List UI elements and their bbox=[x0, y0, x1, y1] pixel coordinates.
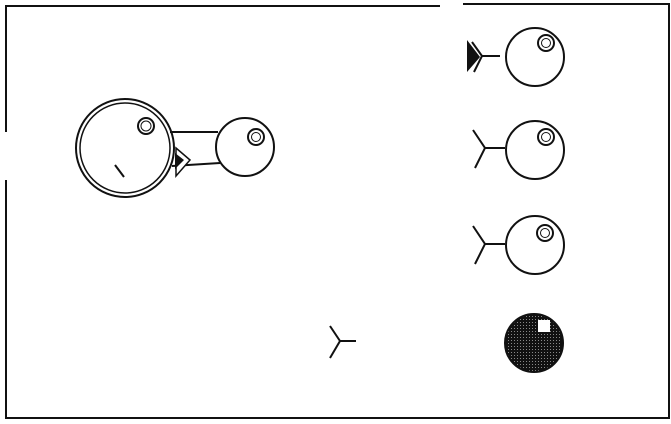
reserve-ship-icon bbox=[473, 121, 564, 179]
reserve-ship-3[interactable] bbox=[473, 216, 564, 274]
playfield-border bbox=[6, 4, 669, 418]
spinner-enemy-icon[interactable] bbox=[330, 326, 356, 358]
pod bbox=[216, 118, 274, 176]
reserve-ship-icon bbox=[473, 216, 564, 274]
ship-hull bbox=[76, 99, 174, 197]
reserve-ships bbox=[467, 28, 564, 274]
reserve-ship-1[interactable] bbox=[467, 28, 564, 86]
ship-nose-pointer bbox=[175, 148, 190, 176]
reserve-ship-2[interactable] bbox=[473, 121, 564, 179]
player-ship[interactable] bbox=[76, 99, 274, 197]
dark-orb-icon[interactable] bbox=[505, 314, 563, 372]
reserve-ship-icon bbox=[472, 28, 564, 86]
